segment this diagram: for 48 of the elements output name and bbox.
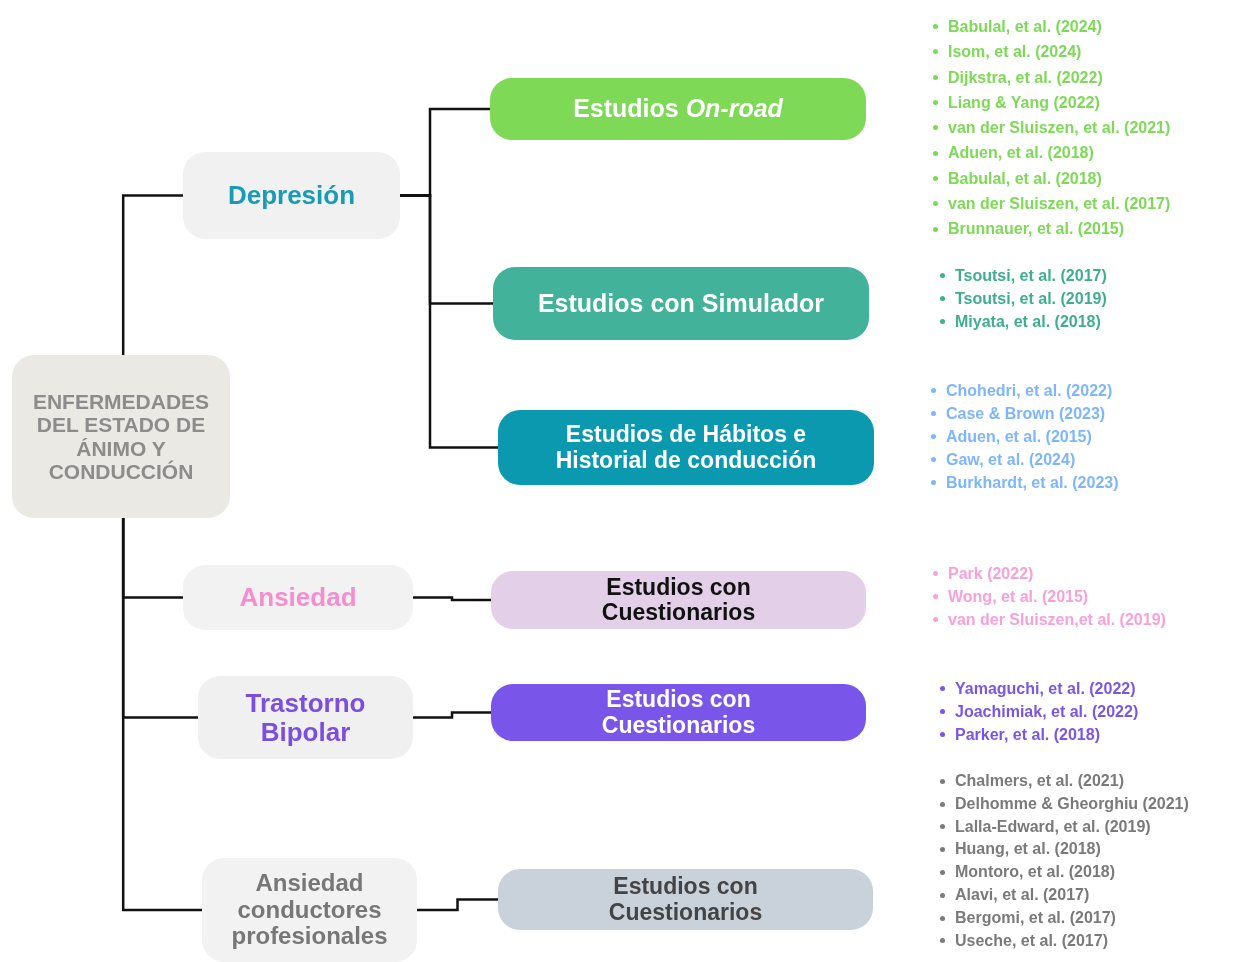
reference-citation: Montoro, et al. (2018) <box>955 862 1116 883</box>
reference-citation: Yamaguchi, et al. (2022) <box>955 679 1136 699</box>
root-topic-box: ENFERMEDADES DEL ESTADO DE ÁNIMO Y CONDUCCIÓN <box>12 355 230 518</box>
reference-citation: Burkhardt, et al. (2023) <box>946 473 1119 493</box>
reference-citation: Park (2022) <box>948 564 1034 584</box>
topic-box: Depresión <box>183 152 400 239</box>
study-type-box: Estudios con Cuestionarios <box>491 684 866 741</box>
reference-citation: Babulal, et al. (2018) <box>948 168 1102 189</box>
reference-citation: Alavi, et al. (2017) <box>955 885 1090 905</box>
topic-box: Trastorno Bipolar <box>198 676 413 759</box>
reference-citation: Dijkstra, et al. (2022) <box>948 67 1103 88</box>
connector-line <box>413 596 491 602</box>
reference-citation: Useche, et al. (2017) <box>955 930 1108 951</box>
connector-line <box>121 194 183 355</box>
reference-citation: Bergomi, et al. (2017) <box>955 907 1116 928</box>
reference-citation: Aduen, et al. (2015) <box>946 427 1092 447</box>
reference-citation: Aduen, et al. (2018) <box>948 143 1094 164</box>
study-type-box: Estudios On-road <box>490 78 866 140</box>
reference-citation: Wong, et al. (2015) <box>948 587 1089 607</box>
connector-line <box>121 518 202 912</box>
topic-box: Ansiedad <box>183 565 413 630</box>
reference-citation: Chohedri, et al. (2022) <box>946 381 1113 401</box>
reference-citation: Case & Brown (2023) <box>946 404 1106 424</box>
study-type-box: Estudios de Hábitos e Historial de conducción <box>498 410 874 485</box>
reference-citation: Babulal, et al. (2024) <box>948 17 1102 37</box>
connector-line <box>417 898 498 912</box>
reference-citation: Tsoutsi, et al. (2017) <box>955 266 1107 286</box>
reference-citation: Gaw, et al. (2024) <box>946 450 1076 470</box>
reference-citation: Brunnauer, et al. (2015) <box>948 219 1125 240</box>
connector-line <box>413 711 491 719</box>
reference-citation: Lalla-Edward, et al. (2019) <box>955 816 1151 837</box>
study-type-box: Estudios con Cuestionarios <box>491 571 866 629</box>
connector-line <box>400 194 498 449</box>
reference-citation: van der Sluiszen, et al. (2021) <box>948 118 1171 139</box>
reference-citation: Huang, et al. (2018) <box>955 839 1101 860</box>
reference-citation: Liang & Yang (2022) <box>948 92 1100 113</box>
reference-citation: Isom, et al. (2024) <box>948 42 1082 63</box>
reference-citation: Tsoutsi, et al. (2019) <box>955 289 1107 309</box>
study-type-box: Estudios con Simulador <box>493 267 869 340</box>
reference-citation: van der Sluiszen, et al. (2017) <box>948 194 1171 215</box>
reference-citation: Chalmers, et al. (2021) <box>955 771 1124 791</box>
topic-box: Ansiedad conductores profesionales <box>202 858 417 962</box>
reference-citation: Delhomme & Gheorghiu (2021) <box>955 793 1189 814</box>
study-type-box: Estudios con Cuestionarios <box>498 869 873 930</box>
reference-citation: Miyata, et al. (2018) <box>955 312 1101 332</box>
reference-citation: van der Sluiszen,et al. (2019) <box>948 610 1166 630</box>
reference-citation: Parker, et al. (2018) <box>955 725 1100 745</box>
reference-citation: Joachimiak, et al. (2022) <box>955 702 1139 722</box>
